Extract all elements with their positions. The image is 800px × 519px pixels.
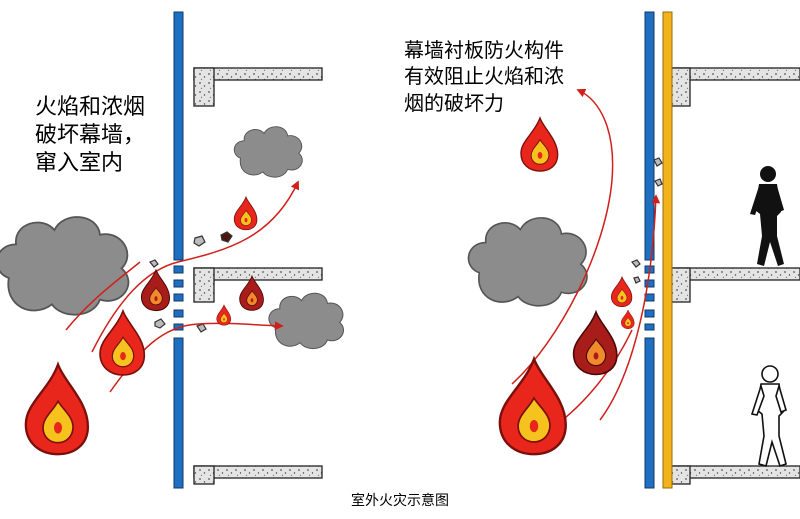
right-floor-slab-top [669,67,800,107]
left-floor-slab-bottom [193,465,323,485]
left-caption-line: 窜入室内 [35,151,124,177]
right-flame-medium-dark [572,311,618,376]
right-flame-large [498,357,567,456]
left-panel [0,11,345,489]
right-floor-slab-bottom [669,465,800,485]
left-smoke-large [0,216,130,316]
left-caption-line: 破坏幕墙， [35,123,146,149]
left-curtain-wall [173,11,184,489]
left-smoke-upper [233,126,303,178]
right-flame-upper [520,117,559,172]
left-floor-slab-top [193,67,323,107]
figure-caption: 室外火灾示意图 [351,493,449,509]
right-curtain-wall [644,11,655,489]
left-flame-large [24,363,90,456]
right-caption-line: 有效阻止火焰和浓 [404,64,564,89]
right-floor-slab-middle [669,267,800,303]
right-smoke [467,217,588,307]
right-caption-line: 烟的破坏力 [404,90,504,115]
left-debris [149,231,233,333]
right-fire-barrier-lining [662,11,673,489]
left-caption: 火焰和浓烟 破坏幕墙， 窜入室内 [35,94,145,178]
right-flame-small-2 [621,309,635,329]
left-flame-small-dark [140,269,171,312]
left-smoke-interior [268,292,345,350]
left-flame-interior-3 [216,304,232,326]
left-floor-slab-middle [193,267,323,303]
left-flame-interior-1 [233,196,258,231]
person-silhouette-icon [750,166,784,266]
right-caption-line: 幕墙衬板防火构件 [404,38,564,62]
right-flame-small-1 [610,276,633,308]
left-caption-line: 火焰和浓烟 [35,95,146,120]
left-flame-interior-2 [239,275,264,311]
left-flame-medium [99,310,146,376]
right-debris [631,157,663,284]
right-panel [467,11,800,489]
person-outline-icon [751,365,787,467]
right-caption: 幕墙衬板防火构件 有效阻止火焰和浓 烟的破坏力 [404,37,564,116]
